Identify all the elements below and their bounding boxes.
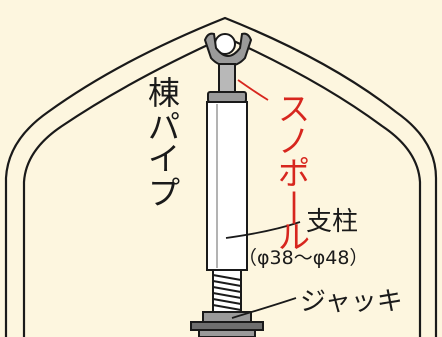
snow-pole-char-5: ル xyxy=(278,218,310,256)
support-post-label: 支柱 xyxy=(306,207,358,237)
post-collar xyxy=(207,91,247,103)
snow-pole-char-3: ポ xyxy=(278,154,310,192)
support-post-leader xyxy=(225,221,301,239)
snow-pole-char-2: ノ xyxy=(278,122,310,160)
snow-pole-char-1: ス xyxy=(278,90,310,128)
support-post xyxy=(206,101,248,271)
ridge-pipe-char-1: 棟 xyxy=(148,74,180,112)
ridge-pipe-char-4: プ xyxy=(148,174,180,212)
post-diameter-label: （φ38～φ48） xyxy=(238,247,368,269)
ridge-pipe-label: 棟 パ イ プ xyxy=(148,74,180,212)
screw-jack xyxy=(190,269,264,337)
jack-leader xyxy=(231,297,297,319)
leader-lines xyxy=(225,79,301,319)
snow-pole-label: ス ノ ポ | ル xyxy=(278,90,310,256)
ridge-pipe-char-3: イ xyxy=(148,140,180,178)
snow-pole-leader xyxy=(237,79,269,101)
jack-label: ジャッキ xyxy=(300,287,403,317)
snow-pole-char-4: | xyxy=(289,186,300,224)
ridge-pipe-char-2: パ xyxy=(148,108,180,146)
snow-pole-rod xyxy=(218,63,236,95)
